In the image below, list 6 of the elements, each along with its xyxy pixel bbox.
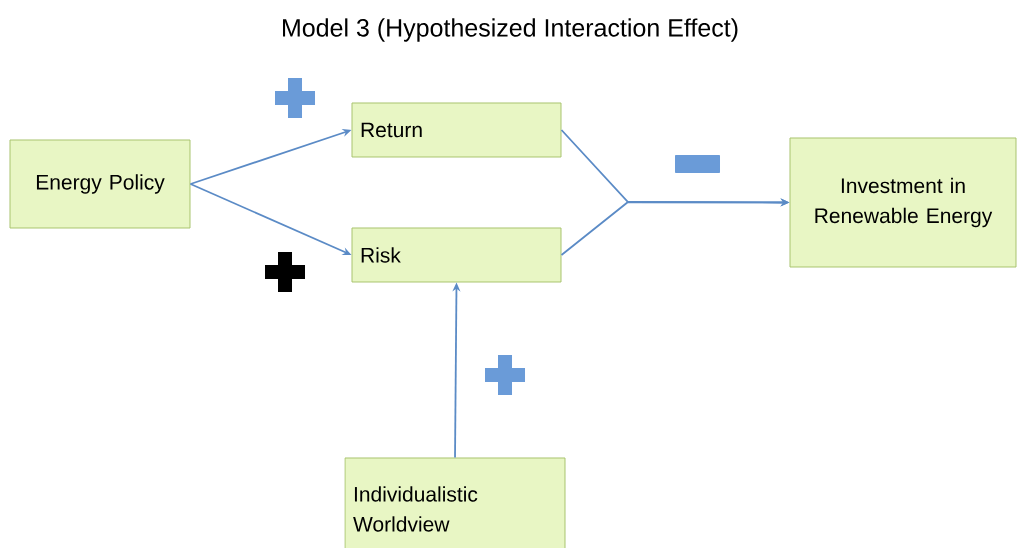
process-box: Individualistic Worldview [344, 457, 566, 548]
title: Model 3 (Hypothesized Interaction Effect) [283, 18, 738, 42]
process-box: Investment in Renewable Energy [789, 137, 1017, 268]
process-box: Risk [351, 227, 562, 283]
process-box: Return [351, 102, 562, 158]
process-box: Energy Policy [9, 139, 191, 229]
